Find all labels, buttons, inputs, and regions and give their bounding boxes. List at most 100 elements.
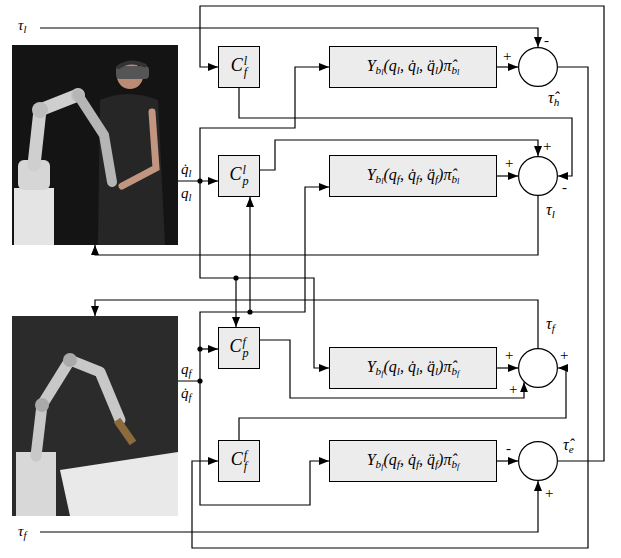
subscript: f (397, 458, 400, 470)
superscript: l (242, 165, 248, 177)
subscript: b (451, 458, 457, 470)
junction-circle (518, 156, 558, 196)
sign-label: + (505, 346, 513, 364)
math-symbol: q (181, 185, 189, 201)
subscript: b (376, 173, 382, 185)
signal-connector (192, 67, 588, 548)
block-label: Ybl(ql, q̇l, q̈l)π̂bl (367, 56, 460, 78)
signal-name: q̇l (181, 160, 191, 180)
summing-junction: τ̂e (518, 441, 558, 481)
math-symbol: , q̈ (419, 358, 435, 375)
math-symbol: )π̂ (438, 451, 451, 468)
subscript: f (457, 462, 459, 471)
subscript: l (189, 168, 192, 179)
junction-circle (518, 348, 558, 388)
block-label: Ybf(qf, q̇f, q̈f)π̂bf (367, 450, 460, 472)
signal-label: τl (546, 200, 555, 221)
junction-outline (519, 157, 558, 196)
superscript: f (242, 337, 248, 349)
block-label: Ybf(ql, q̇l, q̈l)π̂bf (367, 357, 460, 379)
math-symbol: , q̈ (419, 57, 435, 74)
subscript: p (242, 176, 248, 188)
math-symbol: , q̇ (400, 166, 416, 183)
wire (200, 348, 218, 349)
block-label: Ybl(qf, q̇f, q̈f)π̂bl (367, 165, 460, 187)
math-symbol: q̇ (181, 161, 189, 177)
sign-label: - (506, 439, 511, 457)
subscript: b (376, 458, 382, 470)
sign-label: + (509, 380, 517, 398)
math-symbol: )π̂ (438, 57, 451, 74)
subscript: l (416, 365, 419, 377)
script-stack: ff (244, 450, 247, 473)
wire (95, 300, 538, 348)
block-label: Cpl (229, 164, 248, 187)
math-symbol: τ̂ (548, 89, 554, 106)
script-stack: fl (244, 56, 247, 79)
summing-junction: τ̂h (518, 47, 558, 87)
signal-wires (40, 28, 538, 532)
math-symbol: + (503, 48, 511, 64)
math-symbol: + (543, 138, 551, 154)
sign-label: + (543, 137, 551, 155)
sign-label: + (505, 154, 513, 172)
subscript: f (23, 530, 26, 541)
block-label: Cff (231, 449, 247, 472)
math-symbol: C (231, 55, 243, 75)
wire (178, 187, 329, 381)
wire (40, 28, 538, 47)
math-symbol: , q̇ (400, 57, 416, 74)
junction-outline (519, 349, 558, 388)
math-symbol: C (229, 164, 241, 184)
math-symbol: (q (383, 57, 396, 74)
math-symbol: Y (367, 57, 376, 74)
signal-label: τ̂h (548, 88, 559, 109)
math-symbol: + (505, 155, 513, 171)
subscript: f (381, 369, 383, 378)
controller-block: Ybf(qf, q̇f, q̈f)π̂bf (329, 440, 497, 482)
subscript: l (397, 365, 400, 377)
subscript: l (381, 177, 383, 186)
junction-outline (519, 48, 558, 87)
math-symbol: τ (18, 523, 23, 539)
junction-dot (233, 275, 238, 280)
signal-connector (200, 6, 604, 461)
summing-junction: τl (518, 156, 558, 196)
math-symbol: C (231, 449, 243, 469)
math-symbol: C (229, 336, 241, 356)
signal-name: ql (181, 184, 191, 204)
signal-connector (497, 175, 518, 176)
math-symbol: - (544, 32, 549, 48)
subscript: f (416, 458, 419, 470)
signal-name: τf (18, 522, 26, 542)
subscript: b (376, 365, 382, 377)
subscript: l (435, 365, 438, 377)
subscript: f (435, 458, 438, 470)
math-symbol: q (181, 361, 189, 377)
math-symbol: Y (367, 451, 376, 468)
controller-block: Ybl(ql, q̇l, q̈l)π̂bl (329, 46, 497, 88)
junction-dot (247, 309, 252, 314)
junction-dot (197, 346, 202, 351)
math-symbol: Y (367, 166, 376, 183)
subscript: l (189, 192, 192, 203)
subscript: l (416, 64, 419, 76)
junction-outline (519, 442, 558, 481)
block-label: Cfl (231, 55, 247, 78)
subscript: l (552, 208, 555, 220)
sign-label: - (544, 31, 549, 49)
signal-connector (497, 66, 518, 67)
math-symbol: q̇ (181, 385, 189, 401)
math-symbol: )π̂ (438, 166, 451, 183)
subscript: f (552, 322, 555, 334)
junction-circle (518, 441, 558, 481)
subscript: f (189, 368, 192, 379)
wire (40, 481, 538, 532)
summing-junction: τf (518, 348, 558, 388)
math-symbol: )π̂ (438, 358, 451, 375)
signal-connector (260, 340, 524, 398)
math-symbol: (q (383, 166, 396, 183)
subscript: f (244, 461, 247, 473)
subscript: f (244, 67, 247, 79)
